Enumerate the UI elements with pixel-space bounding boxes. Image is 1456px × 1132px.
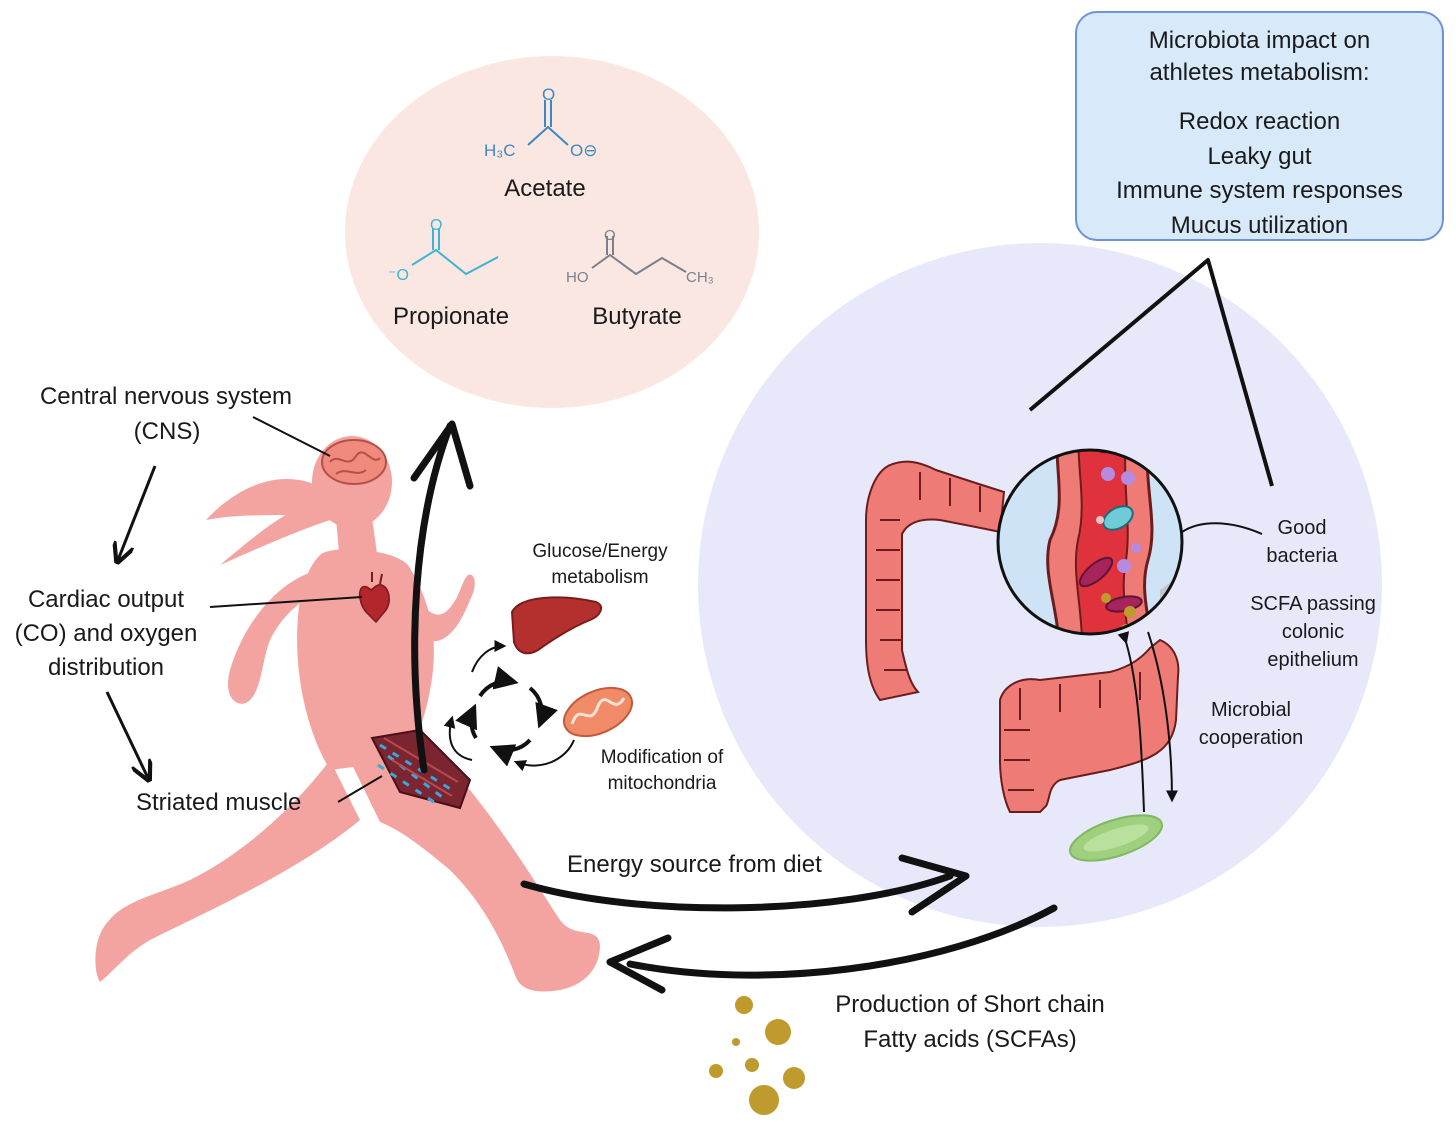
heart-icon xyxy=(359,572,390,624)
scfa-production-arrow xyxy=(626,904,1058,979)
impact-title-line2: athletes metabolism: xyxy=(1149,59,1370,86)
cooperation-label-line2: cooperation xyxy=(1198,727,1304,749)
mitochondria-icon xyxy=(563,686,633,738)
upward-scfa-arrow xyxy=(411,422,454,774)
propionate-o-top: O xyxy=(430,217,442,234)
cardiac-pointer xyxy=(209,596,363,608)
acetate-o-top: O xyxy=(542,85,555,104)
impact-list: Redox reaction Leaky gut Immune system r… xyxy=(1077,105,1442,243)
cardiac-to-muscle-arrow xyxy=(105,691,148,778)
cooperation-arrow-right xyxy=(1147,631,1178,803)
propionate-o-minus: ⁻O xyxy=(388,267,409,284)
cooperation-arrow-left xyxy=(1117,631,1145,813)
glucose-label-line1: Glucose/Energy xyxy=(532,541,668,562)
cardiac-label-line3: distribution xyxy=(47,654,165,681)
energy-arrow-head xyxy=(898,854,970,916)
production-label-line1: Production of Short chain xyxy=(835,991,1105,1018)
cycle-to-liver-arrow xyxy=(471,640,507,673)
upward-arrow-head xyxy=(410,420,474,490)
cns-label-line1: Central nervous system xyxy=(39,383,293,410)
scfa-passing-label-line1: SCFA passing xyxy=(1250,593,1376,615)
cardiac-label-line1: Cardiac output xyxy=(27,586,185,613)
production-label-line2: Fatty acids (SCFAs) xyxy=(863,1026,1077,1053)
propionate-structure xyxy=(411,228,499,276)
butyrate-ho: HO xyxy=(566,269,589,286)
cardiac-label-line2: (CO) and oxygen xyxy=(14,620,198,647)
acetate-h3c: H₃C xyxy=(484,141,515,160)
mito-label-line2: mitochondria xyxy=(607,773,717,794)
acetate-structure xyxy=(527,100,569,146)
muscle-pointer xyxy=(337,775,383,803)
impact-item-immune: Immune system responses xyxy=(1116,177,1403,204)
glucose-label-line2: metabolism xyxy=(551,567,649,588)
acetate-label: Acetate xyxy=(504,175,586,202)
good-bacteria-label-line1: Good xyxy=(1277,517,1327,539)
acetate-o-minus: O⊖ xyxy=(570,141,597,160)
scfa-dots-icon xyxy=(709,996,805,1115)
production-arrow-head xyxy=(606,934,672,994)
mito-label-line1: Modification of xyxy=(600,747,724,768)
impact-title-line1: Microbiota impact on xyxy=(1148,27,1371,54)
runner-silhouette xyxy=(95,436,600,992)
brain-icon xyxy=(321,439,387,485)
scfa-molecules-circle xyxy=(345,56,759,408)
colon-folds xyxy=(876,472,1141,791)
good-bacteria-label-line2: bacteria xyxy=(1266,545,1338,567)
good-bacteria-pointer xyxy=(1181,522,1263,535)
metabolic-cycle xyxy=(455,666,558,767)
butyrate-label: Butyrate xyxy=(592,303,682,330)
butyrate-structure xyxy=(591,236,687,276)
striated-muscle-label: Striated muscle xyxy=(136,789,302,816)
butyrate-o-top: O xyxy=(604,227,616,244)
mito-to-cycle-arrow xyxy=(513,739,575,772)
microbiota-impact-box: Microbiota impact on athletes metabolism… xyxy=(1075,11,1444,241)
energy-source-label: Energy source from diet xyxy=(567,851,822,878)
energy-source-arrow xyxy=(520,872,954,912)
butyrate-ch3: CH₃ xyxy=(686,269,714,286)
cns-label-line2: (CNS) xyxy=(133,418,201,445)
impact-pointer-lines xyxy=(1028,258,1274,487)
impact-item-redox: Redox reaction xyxy=(1178,108,1341,135)
cycle-side-arrow xyxy=(443,715,473,761)
liver-icon xyxy=(510,596,603,655)
impact-box-title: Microbiota impact on athletes metabolism… xyxy=(1077,25,1442,89)
scfa-passing-label-line3: epithelium xyxy=(1267,649,1359,671)
scfa-passing-label-line2: colonic xyxy=(1281,621,1345,643)
cooperation-label-line1: Microbial xyxy=(1210,699,1292,721)
cns-pointer xyxy=(252,416,331,457)
zoom-circle-outline xyxy=(996,448,1184,636)
green-bacterium-icon xyxy=(1069,814,1163,862)
impact-item-mucus: Mucus utilization xyxy=(1170,211,1349,239)
propionate-label: Propionate xyxy=(392,303,510,330)
impact-item-leaky-gut: Leaky gut xyxy=(1207,142,1312,170)
cns-to-cardiac-arrow xyxy=(118,465,157,560)
